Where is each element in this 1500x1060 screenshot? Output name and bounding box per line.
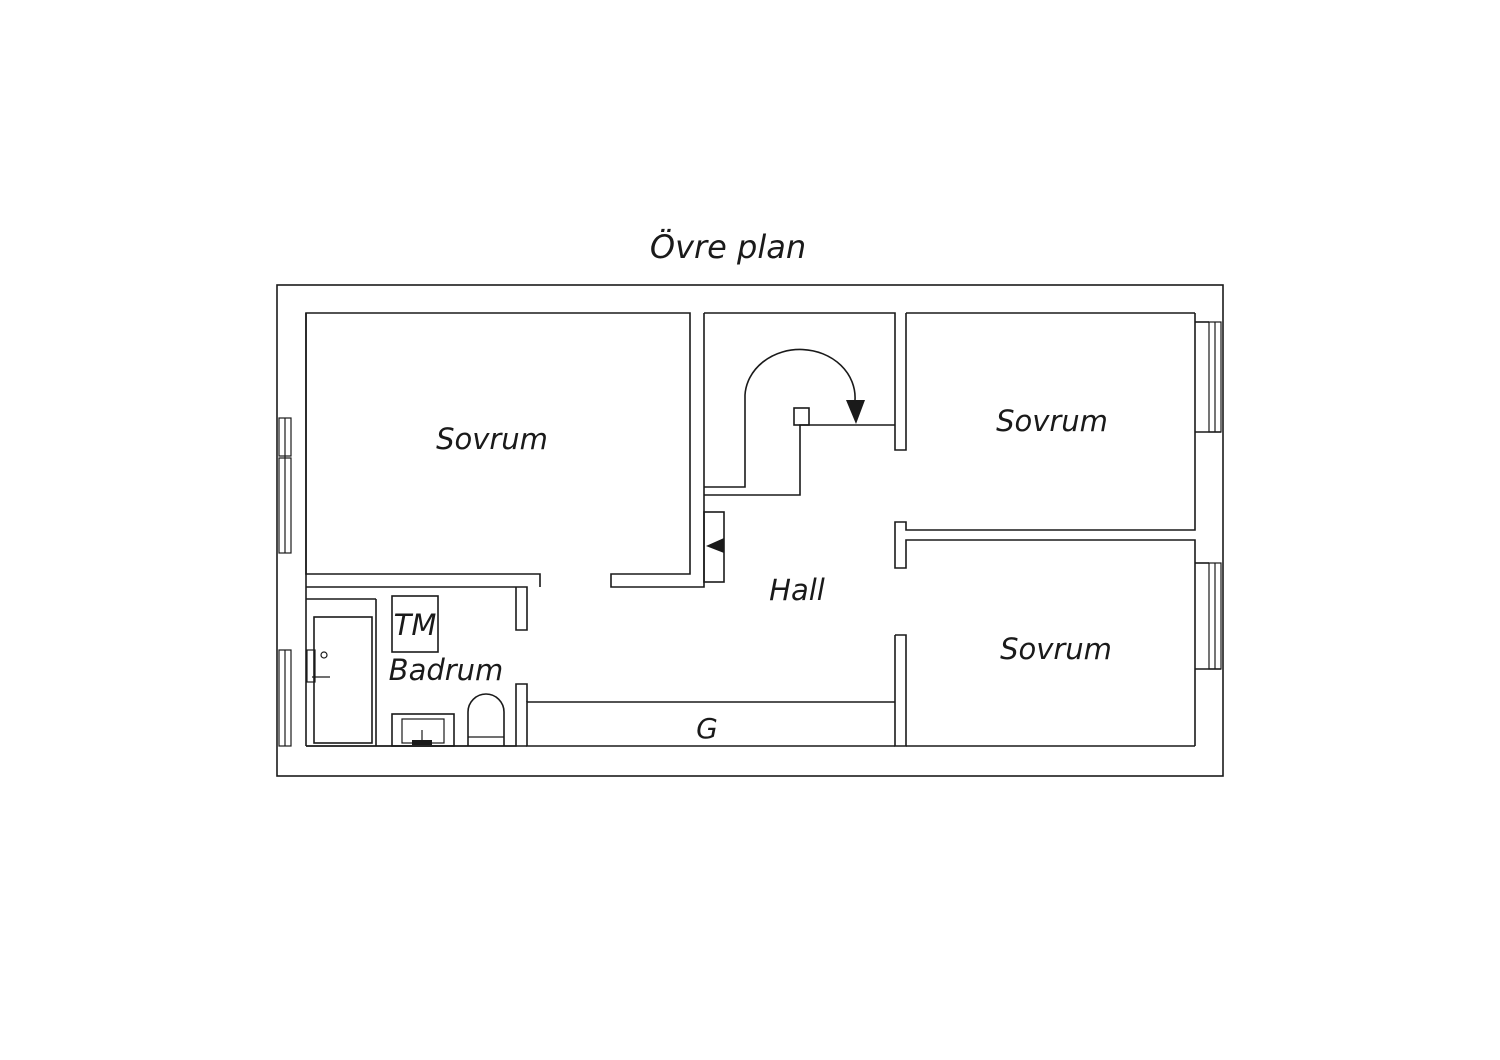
label-bedroom-bottom-right: Sovrum	[1000, 632, 1112, 666]
washer-box	[391, 595, 439, 653]
label-hall: Hall	[769, 573, 825, 607]
shaft	[703, 511, 725, 583]
plan-title: Övre plan	[650, 228, 806, 266]
shower-cabinet	[306, 616, 373, 744]
outer-wall	[276, 284, 1224, 777]
label-bathroom: Badrum	[389, 653, 504, 687]
sink	[391, 713, 455, 747]
label-washer: TM	[394, 608, 437, 642]
label-wardrobe: G	[696, 712, 718, 745]
staircase	[704, 312, 907, 496]
bathroom-walls	[306, 586, 528, 746]
bedroom-left-walls	[305, 312, 705, 746]
label-bedroom-top-right: Sovrum	[996, 404, 1108, 438]
bedroom-top-right-walls	[894, 312, 1221, 746]
label-bedroom-left: Sovrum	[436, 422, 548, 456]
toilet	[467, 693, 505, 746]
